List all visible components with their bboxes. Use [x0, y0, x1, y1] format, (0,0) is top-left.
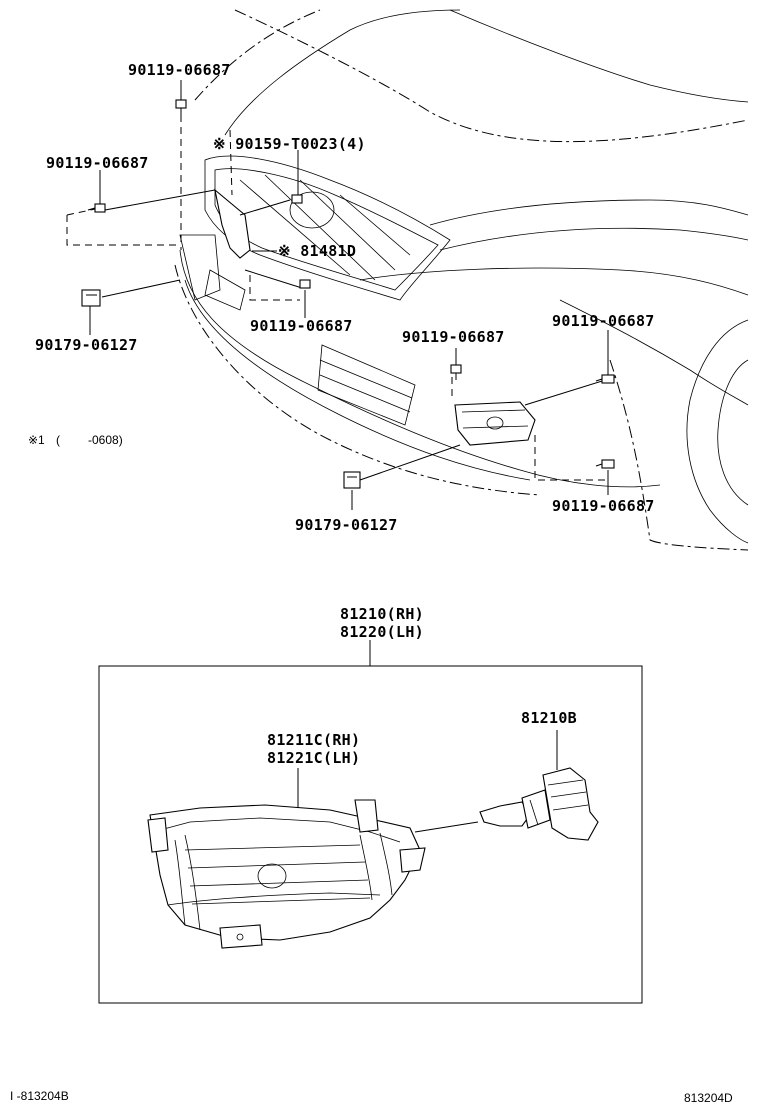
bolt-right-upper-icon — [595, 374, 615, 384]
label-clip-lower: 90179-06127 — [295, 516, 398, 534]
vehicle-outline — [66, 9, 749, 551]
bolt-left-icon — [87, 203, 106, 213]
label-bracket: ※ 81481D — [278, 242, 357, 260]
label-bolt-left: 90119-06687 — [46, 154, 149, 172]
label-clip-left: 90179-06127 — [35, 336, 138, 354]
clip-left-icon — [81, 289, 101, 307]
label-assembly-lh: 81220(LH) — [340, 623, 424, 641]
footer-right-code: 813204D — [684, 1091, 733, 1105]
label-assembly-rh: 81210(RH) — [340, 605, 424, 623]
label-bolt-top: 90119-06687 — [128, 61, 231, 79]
footnote-mark: ※1 — [28, 433, 45, 447]
footnote-range: -0608) — [88, 433, 123, 447]
bolt-right-lower-icon — [595, 459, 615, 469]
assembly-box — [98, 640, 643, 1004]
label-bolt-mid: 90119-06687 — [250, 317, 353, 335]
label-bulb: 81210B — [521, 709, 577, 727]
label-bolt-right-lower: 90119-06687 — [552, 497, 655, 515]
bulb-icon — [479, 730, 599, 841]
label-bolt-center: 90119-06687 — [402, 328, 505, 346]
footer-left-code: I -813204B — [10, 1089, 69, 1103]
bolt-mid-icon — [299, 279, 311, 289]
label-bolt-right-upper: 90119-06687 — [552, 312, 655, 330]
screw-grille-icon — [291, 194, 303, 204]
fog-lamp-housing — [147, 768, 479, 949]
bolt-top-icon — [175, 99, 187, 118]
leader-lines — [89, 80, 616, 510]
label-screw-grille: ※ 90159-T0023(4) — [213, 135, 366, 153]
bolt-center-icon — [450, 364, 462, 380]
label-housing-rh: 81211C(RH) — [267, 731, 361, 749]
footnote-open: ( — [56, 433, 60, 447]
label-housing-lh: 81221C(LH) — [267, 749, 361, 767]
clip-lower-icon — [343, 471, 361, 489]
